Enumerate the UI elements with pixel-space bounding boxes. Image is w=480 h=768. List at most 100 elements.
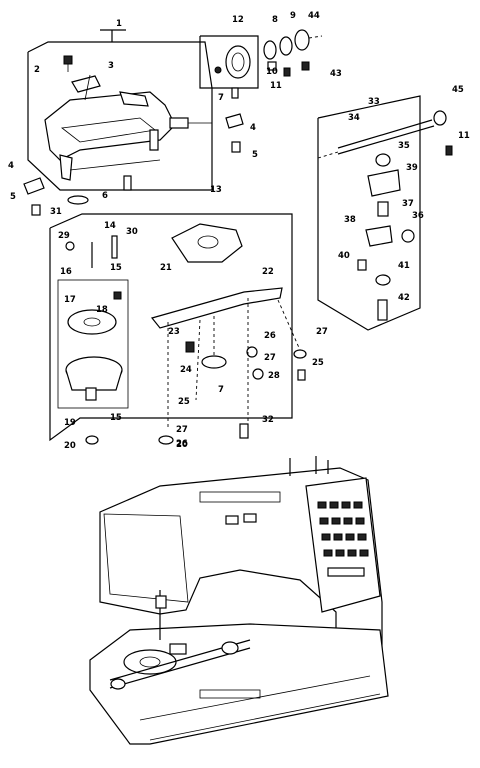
callout-20: 20 [176, 440, 188, 450]
callout-39: 39 [406, 163, 418, 173]
part-2-screw [63, 55, 73, 72]
callout-11: 11 [458, 131, 470, 141]
part-39-bracket [367, 169, 401, 197]
callout-15: 15 [110, 263, 122, 273]
callout-19: 19 [64, 418, 76, 428]
sewing-machine-body [99, 456, 383, 665]
callout-16: 16 [60, 267, 72, 277]
callout-40: 40 [338, 251, 350, 261]
callout-20: 20 [64, 441, 76, 451]
part-38-link [365, 225, 393, 247]
callout-9: 9 [290, 11, 296, 21]
callout-8: 8 [272, 15, 278, 25]
callout-10: 10 [266, 67, 278, 77]
callout-25: 25 [312, 358, 324, 368]
callout-5: 5 [252, 150, 258, 160]
callout-24: 24 [180, 365, 192, 375]
part-11-screw-a [283, 67, 291, 77]
part-43-nut [301, 61, 310, 71]
callout-13: 13 [210, 185, 222, 195]
callout-4: 4 [8, 161, 14, 171]
callout-34: 34 [348, 113, 360, 123]
part-24-cam [201, 355, 227, 369]
part-45-collar [433, 110, 447, 126]
callout-22: 22 [262, 267, 274, 277]
group-33-panel [317, 95, 421, 331]
callout-36: 36 [412, 211, 424, 221]
callout-30: 30 [126, 227, 138, 237]
callout-7: 7 [218, 385, 224, 395]
part-6-stud [123, 175, 132, 191]
callout-38: 38 [344, 215, 356, 225]
exposed-hook-mechanism [109, 590, 251, 690]
callout-35: 35 [398, 141, 410, 151]
callout-27: 27 [176, 425, 188, 435]
part-23-screw [185, 341, 195, 353]
part-36-clip [401, 229, 415, 243]
callout-7: 7 [218, 93, 224, 103]
part-16-subpanel [57, 279, 129, 409]
part-18-screw [113, 291, 122, 300]
part-20-nuts [85, 435, 174, 445]
part-34-shaft [317, 119, 435, 159]
callout-37: 37 [402, 199, 414, 209]
callout-41: 41 [398, 261, 410, 271]
callout-44: 44 [308, 11, 320, 21]
callout-45: 45 [452, 85, 464, 95]
callout-17: 17 [64, 295, 76, 305]
part-41-washer [375, 274, 391, 286]
part-21-needle-plate-base [171, 223, 243, 263]
part-32-bolt [239, 423, 249, 439]
callout-5: 5 [10, 192, 16, 202]
part-35-ring [375, 153, 391, 167]
part-42-bolt [377, 299, 388, 321]
callout-31: 31 [50, 207, 62, 217]
callout-43: 43 [330, 69, 342, 79]
callout-23: 23 [168, 327, 180, 337]
control-panel-buttons [317, 501, 369, 577]
part-10-spring [267, 61, 277, 71]
callout-18: 18 [96, 305, 108, 315]
part-25-screw [297, 369, 306, 381]
part-8-pulley [263, 40, 277, 60]
callout-1: 1 [116, 19, 122, 29]
group-12-panel [199, 35, 259, 89]
part-22-feed-bar [150, 287, 283, 329]
part-29-pin [65, 241, 75, 251]
callout-29: 29 [58, 231, 70, 241]
callout-33: 33 [368, 97, 380, 107]
callout-26: 26 [176, 439, 188, 449]
part-28-nut [252, 368, 264, 380]
callout-12: 12 [232, 15, 244, 25]
callout-42: 42 [398, 293, 410, 303]
callout-4: 4 [250, 123, 256, 133]
part-40-screw [357, 259, 367, 271]
callout-32: 32 [262, 415, 274, 425]
part-7-pin-top [231, 87, 239, 99]
part-9-bushing [279, 36, 293, 56]
part-5-nut-left [31, 204, 41, 216]
part-hook-body [65, 356, 123, 401]
callout-6: 6 [102, 191, 108, 201]
callout-28: 28 [268, 371, 280, 381]
group-13-panel [49, 213, 293, 442]
group-1-panel [27, 29, 213, 191]
callout-27: 27 [264, 353, 276, 363]
callout-11: 11 [270, 81, 282, 91]
callout-14: 14 [104, 221, 116, 231]
callout-21: 21 [160, 263, 172, 273]
part-31-washer [67, 195, 89, 205]
callout-2: 2 [34, 65, 40, 75]
part-5-nut-right [231, 141, 241, 153]
callout-15: 15 [110, 413, 122, 423]
part-4-knob-right [225, 113, 244, 129]
part-26-washer [246, 346, 258, 358]
hook-frame-assembly [44, 74, 212, 181]
part-37-spring [377, 201, 389, 217]
callout-25: 25 [178, 397, 190, 407]
part-4-knob-left [23, 177, 45, 195]
part-44-gear [294, 29, 323, 51]
